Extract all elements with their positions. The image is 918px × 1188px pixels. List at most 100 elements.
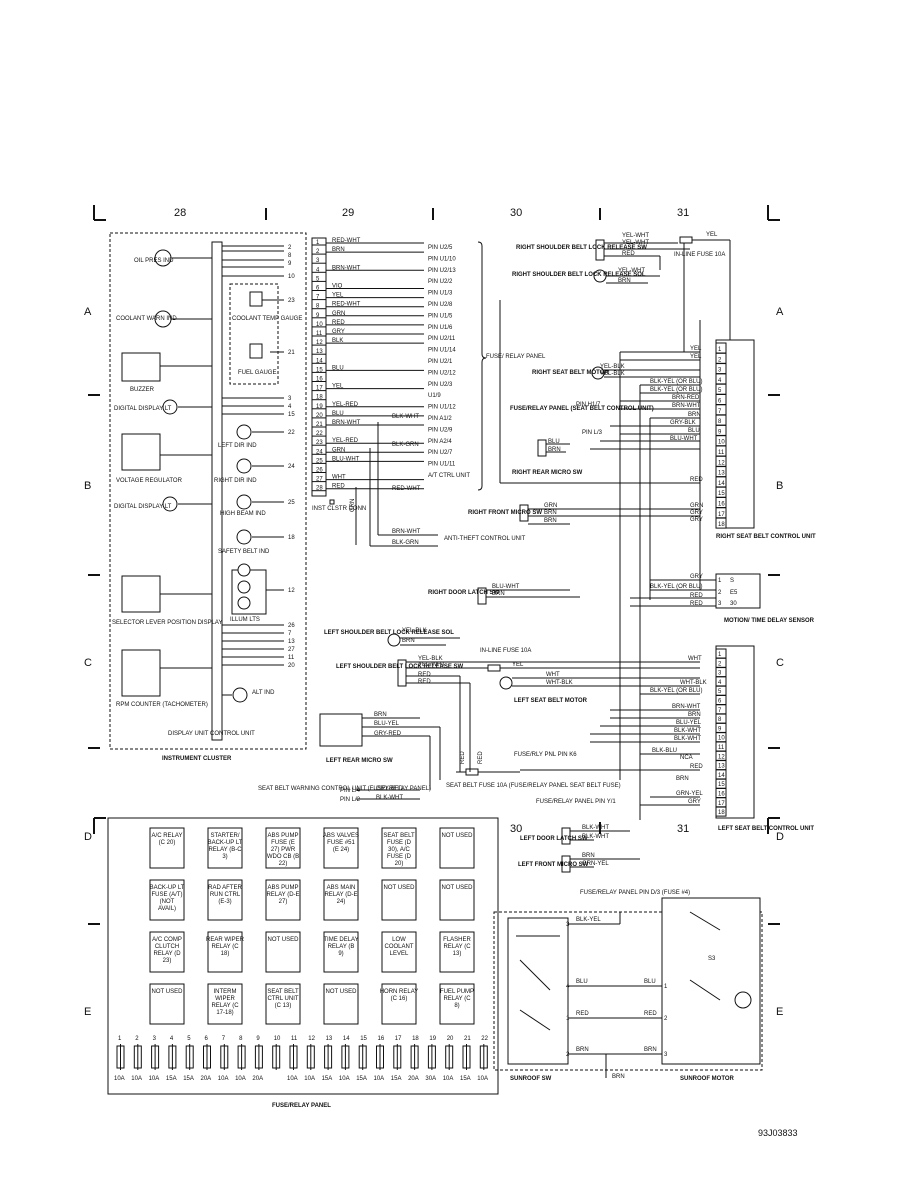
relay-slot-2-4 (381, 931, 417, 973)
svg-text:30: 30 (730, 601, 737, 607)
fuse-rating-21: 15A (460, 1076, 471, 1082)
relay-slot-0-3 (323, 827, 359, 869)
relay-label-2-2: NOT USED (268, 937, 300, 943)
left-wire-label-14: BLU-YEL (676, 720, 702, 726)
sunroof-motor-pin-1: 1 (664, 984, 668, 990)
fuse-number-15: 15 (360, 1036, 367, 1042)
right-wire-label-2: RED (622, 251, 635, 257)
connector-pin-10: 10 (316, 322, 323, 328)
right-cu-pin-5: 5 (718, 388, 722, 394)
svg-text:2: 2 (718, 590, 722, 596)
connector-destination-16: PIN U2/9 (428, 427, 453, 433)
fuse-rating-5: 15A (183, 1076, 194, 1082)
svg-text:23: 23 (288, 298, 295, 304)
grid-row-e-right: E (776, 1006, 783, 1018)
fuse-number-19: 19 (429, 1036, 436, 1042)
fuse-number-21: 21 (464, 1036, 471, 1042)
svg-text:2: 2 (288, 245, 292, 251)
relay-slot-3-5 (439, 983, 475, 1025)
right-wire-label-10: BLK-YEL (OR BLU) (650, 387, 702, 393)
svg-text:15: 15 (288, 412, 295, 418)
connector-wire-label-21: BRN-WHT (332, 420, 361, 426)
digital-display-light-2-icon (162, 496, 178, 512)
fuse-number-6: 6 (205, 1036, 209, 1042)
fuse-rating-8: 10A (235, 1076, 246, 1082)
connector-wire-label-8: RED-WHT (332, 302, 361, 308)
relay-slot-2-1 (207, 931, 243, 973)
right-wire-label-24: GRY (690, 510, 703, 516)
selector-lever-label: SELECTOR LEVER POSITION DISPLAY (112, 620, 222, 626)
left-dir-ind-label: LEFT DIR IND (218, 443, 257, 449)
relay-slot-2-3 (323, 931, 359, 973)
connector-pin-15: 15 (316, 367, 323, 373)
fuse-relay-pin-y-label: FUSE/RELAY PANEL PIN Y/1 (536, 799, 616, 805)
grid-col-29-top: 29 (342, 207, 354, 219)
motion-red-label: RED (690, 593, 703, 599)
connector-wire-label-28: RED (332, 484, 345, 490)
connector-pin-20: 20 (316, 413, 323, 419)
motion-red-2-label: RED (690, 601, 703, 607)
left-cu-pin-14: 14 (718, 773, 725, 779)
fuse-number-16: 16 (378, 1036, 385, 1042)
right-wire-label-25: GRY (690, 517, 703, 523)
sunroof-sw-pin-2: 2 (566, 1052, 570, 1058)
svg-text:26: 26 (288, 623, 295, 629)
right-wire-label-23: GRN (690, 503, 703, 509)
motion-sensor-box (715, 573, 761, 609)
fuse-number-8: 8 (239, 1036, 243, 1042)
right-wire-label-7: YEL-BLK (600, 364, 625, 370)
connector-destination-19: PIN U1/11 (428, 462, 456, 468)
blk-grn-label: BLK-GRN (392, 442, 419, 448)
motion-gry-label: GRY (690, 574, 703, 580)
seat-belt-fuse-red-1-label: RED (460, 751, 466, 764)
seat-belt-warning-label: SEAT BELT WARNING CONTROL UNIT (FUSE/ RE… (258, 786, 431, 792)
sunroof-sw-label: SUNROOF SW (510, 1076, 552, 1082)
high-beam-ind-bulb-icon (236, 494, 252, 510)
illum-lts-label: ILLUM LTS (230, 617, 260, 623)
left-cu-pin-16: 16 (718, 792, 725, 798)
relay-label-0-0: A/C RELAY(C 20) (152, 833, 183, 846)
right-wire-label-1: YEL-WHT (622, 240, 649, 246)
left-wire-label-9: WHT (688, 656, 702, 662)
sunroof-motor-pin-3: 3 (664, 1052, 668, 1058)
left-cu-pin-3: 3 (718, 671, 722, 677)
connector-wire-label-6: VIO (332, 284, 343, 290)
left-wire-label-24: GRY-RED (376, 786, 404, 792)
coolant-warn-ind-label: COOLANT WARN IND (116, 316, 177, 322)
voltage-regulator-box (121, 433, 161, 471)
coolant-warning-bulb-icon (154, 310, 172, 328)
sunroof-sw-pin-4: 4 (566, 984, 570, 990)
grid-col-30-bottom: 30 (510, 823, 522, 835)
connector-wire-label-11: GRY (332, 329, 345, 335)
fuse-number-12: 12 (308, 1036, 315, 1042)
motion-sensor-pins: 1 2 3 S E5 30 (718, 578, 738, 607)
display-unit-control-label: DISPLAY UNIT CONTROL UNIT (168, 731, 255, 737)
connector-destination-2: PIN U2/13 (428, 268, 456, 274)
illum-light-2-icon (237, 580, 251, 594)
right-wire-label-18: BRN (548, 447, 561, 453)
right-wire-label-15: BLU (688, 428, 700, 434)
svg-text:10: 10 (288, 274, 295, 280)
fuse-rating-15: 15A (356, 1076, 367, 1082)
grid-col-31-bottom: 31 (677, 823, 689, 835)
relay-label-1-5: NOT USED (442, 885, 474, 891)
grid-col-30-top: 30 (510, 207, 522, 219)
right-wire-label-27: BRN (492, 591, 505, 597)
seat-belt-fuse-label: SEAT BELT FUSE 10A (FUSE/RELAY PANEL SEA… (446, 783, 621, 789)
fuse-rating-22: 10A (477, 1076, 488, 1082)
grn-vertical-label: GRN (350, 499, 356, 512)
connector-pin-28: 28 (316, 486, 323, 492)
connector-wire-label-1: RED-WHT (332, 238, 361, 244)
connector-pin-14: 14 (316, 358, 323, 364)
right-front-micro-sw-label: RIGHT FRONT MICRO SW (468, 510, 542, 516)
right-cu-pin-8: 8 (718, 419, 722, 425)
right-shoulder-belt-sw-label: RIGHT SHOULDER BELT LOCK RELEASE SW (516, 245, 647, 251)
left-wire-label-23: BLU-YEL (374, 721, 400, 727)
relay-label-0-5: NOT USED (442, 833, 474, 839)
fuse-number-2: 2 (135, 1036, 139, 1042)
relay-label-1-4: NOT USED (384, 885, 416, 891)
right-dir-ind-label: RIGHT DIR IND (214, 478, 257, 484)
